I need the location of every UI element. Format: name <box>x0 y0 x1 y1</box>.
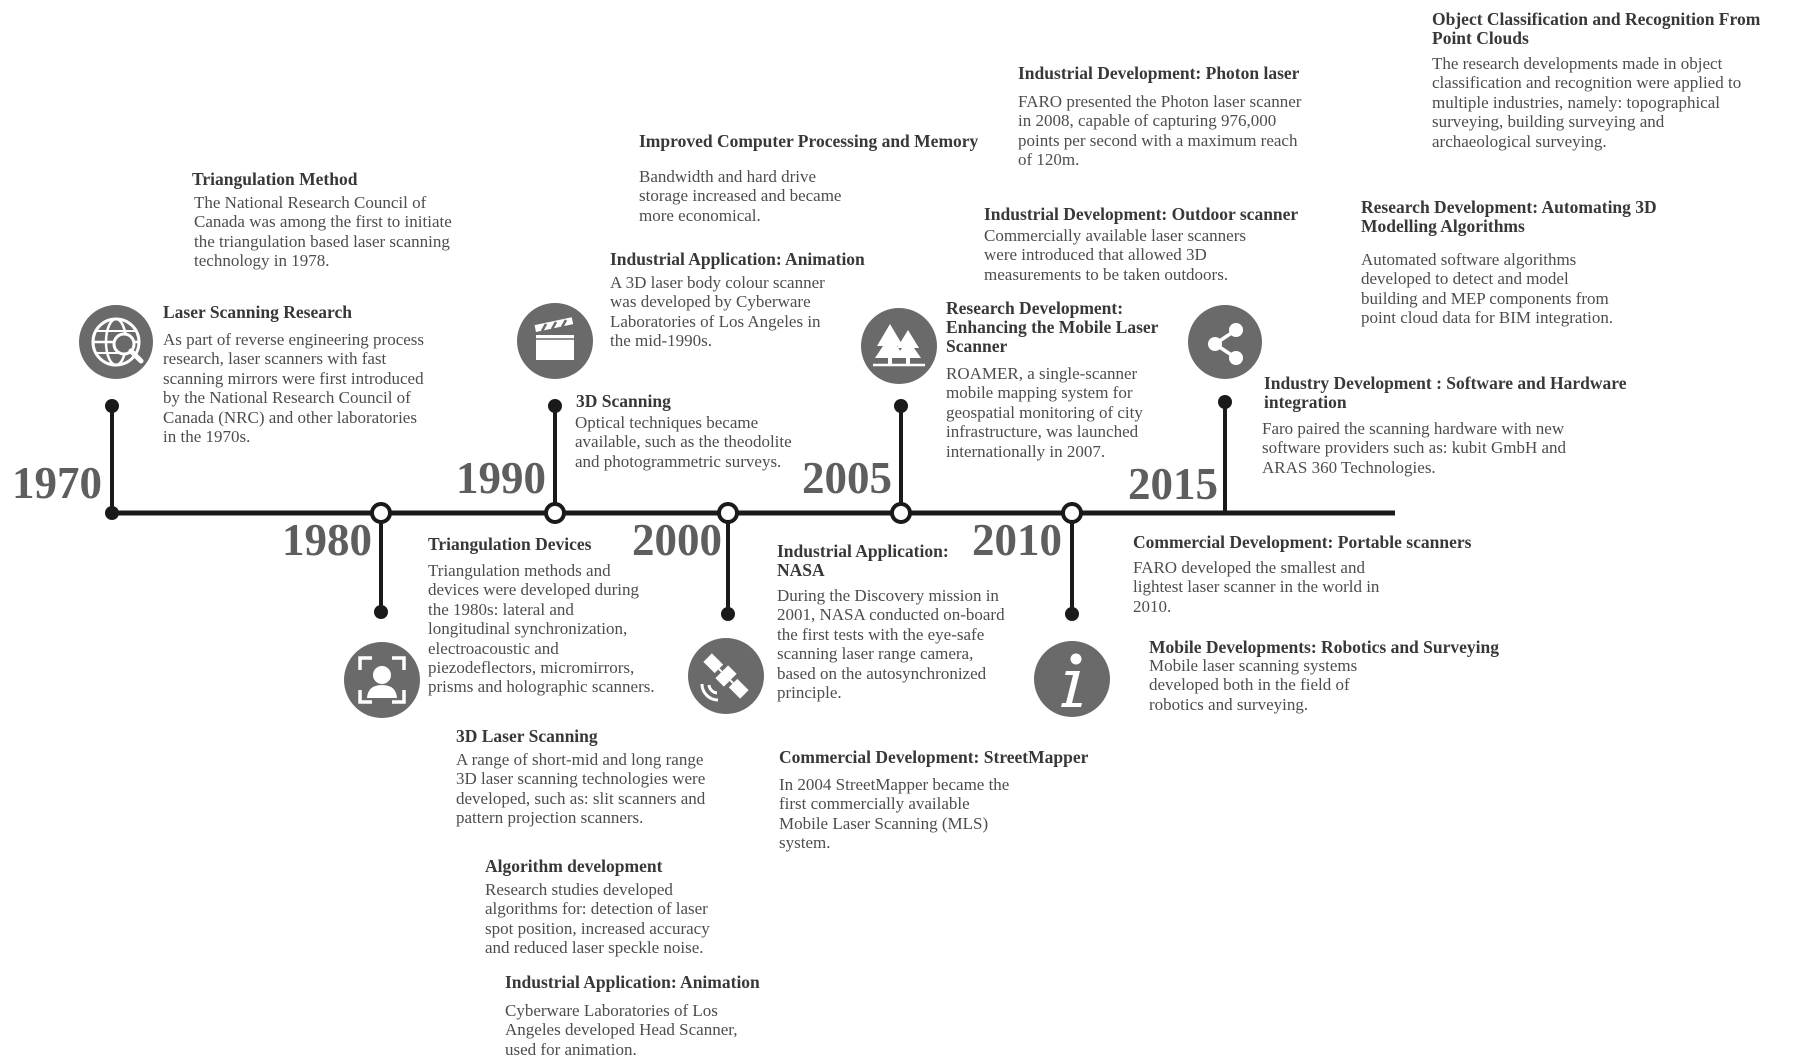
axis-marker-2000 <box>717 502 739 524</box>
entry-body: The research developments made in object… <box>1432 54 1742 151</box>
entry-commercial-development-portable-scanners: Commercial Development: Portable scanner… <box>1133 533 1493 616</box>
axis-marker-1990 <box>544 502 566 524</box>
year-label-2015: 2015 <box>1128 459 1218 509</box>
entry-title: Commercial Development: StreetMapper <box>779 747 1089 767</box>
globe-search-icon <box>79 305 153 379</box>
axis-marker-1970 <box>105 506 119 520</box>
trees-icon <box>861 308 937 384</box>
entry-body: The National Research Council of Canada … <box>194 193 452 271</box>
info-icon <box>1034 641 1110 717</box>
entry-industrial-application-animation-head: Industrial Application: Animation Cyberw… <box>505 973 775 1059</box>
entry-mobile-developments-robotics: Mobile Developments: Robotics and Survey… <box>1149 638 1519 714</box>
entry-title: Algorithm development <box>485 856 663 876</box>
year-label-1980: 1980 <box>282 515 372 565</box>
entry-industrial-development-outdoor-scanner: Industrial Development: Outdoor scanner … <box>984 205 1304 284</box>
entry-body: Optical techniques became available, suc… <box>575 413 792 471</box>
entry-object-classification: Object Classification and Recognition Fr… <box>1432 10 1804 151</box>
entry-title: Industrial Development: Photon laser <box>1018 63 1300 83</box>
entry-body: In 2004 StreetMapper became the first co… <box>779 775 1010 853</box>
entry-body: Commercially available laser scanners we… <box>984 226 1246 284</box>
year-label-2005: 2005 <box>802 453 892 503</box>
stem-dot-1980 <box>374 605 388 619</box>
entry-title: Commercial Development: Portable scanner… <box>1133 532 1472 552</box>
entry-title: 3D Laser Scanning <box>456 726 598 746</box>
entry-title: Triangulation Devices <box>428 534 592 554</box>
entry-title: Mobile Developments: Robotics and Survey… <box>1149 637 1499 657</box>
entry-research-development-automating: Research Development: Automating 3D Mode… <box>1361 198 1691 328</box>
entry-title: Industrial Development: Outdoor scanner <box>984 204 1299 224</box>
satellite-icon <box>688 638 764 714</box>
entry-title: Research Development: Automating 3D Mode… <box>1361 197 1657 236</box>
entry-industrial-application-nasa: Industrial Application: NASA During the … <box>777 541 1007 703</box>
entry-title: Industrial Application: NASA <box>777 541 949 580</box>
entry-body: Automated software algorithms developed … <box>1361 250 1614 328</box>
stem-dot-2010 <box>1065 607 1079 621</box>
stem-dot-1990 <box>548 399 562 413</box>
clapperboard-icon <box>517 303 593 379</box>
stem-dot-2000 <box>721 607 735 621</box>
face-scan-icon <box>344 642 420 718</box>
axis-marker-2010 <box>1061 502 1083 524</box>
stem-dot-2015 <box>1218 395 1232 409</box>
entry-title: 3D Scanning <box>576 391 671 411</box>
year-label-1970: 1970 <box>12 458 102 508</box>
entry-title: Object Classification and Recognition Fr… <box>1432 9 1761 48</box>
stem-dot-2005 <box>894 399 908 413</box>
year-label-2000: 2000 <box>632 515 722 565</box>
share-icon <box>1188 305 1262 379</box>
entry-research-development-mobile-laser: Research Development: Enhancing the Mobi… <box>946 299 1176 461</box>
entry-body: A range of short-mid and long range 3D l… <box>456 750 706 828</box>
entry-laser-scanning-research: Laser Scanning Research As part of rever… <box>163 302 425 447</box>
entry-improved-computer-processing: Improved Computer Processing and Memory … <box>639 132 984 225</box>
year-label-1990: 1990 <box>456 453 546 503</box>
entry-body: Research studies developed algorithms fo… <box>485 880 710 958</box>
entry-commercial-development-streetmapper: Commercial Development: StreetMapper In … <box>779 748 1099 853</box>
entry-title: Industry Development : Software and Hard… <box>1264 373 1627 412</box>
entry-body: As part of reverse engineering process r… <box>163 330 425 447</box>
entry-title: Industrial Application: Animation <box>610 249 865 269</box>
entry-body: Mobile laser scanning systems developed … <box>1149 656 1358 714</box>
entry-body: During the Discovery mission in 2001, NA… <box>777 586 1005 703</box>
year-label-2010: 2010 <box>972 515 1062 565</box>
entry-industrial-development-photon-laser: Industrial Development: Photon laser FAR… <box>1018 64 1318 170</box>
entry-title: Research Development: Enhancing the Mobi… <box>946 298 1159 356</box>
entry-title: Improved Computer Processing and Memory <box>639 131 979 151</box>
entry-algorithm-development: Algorithm development Research studies d… <box>485 857 730 958</box>
entry-3d-scanning: 3D Scanning Optical techniques became av… <box>575 392 800 471</box>
entry-title: Laser Scanning Research <box>163 302 352 322</box>
entry-body: Cyberware Laboratories of Los Angeles de… <box>505 1001 738 1059</box>
entry-body: FARO developed the smallest and lightest… <box>1133 558 1380 616</box>
entry-body: FARO presented the Photon laser scanner … <box>1018 92 1302 170</box>
entry-body: A 3D laser body colour scanner was devel… <box>610 273 825 351</box>
entry-title: Industrial Application: Animation <box>505 972 760 992</box>
entry-triangulation-devices: Triangulation Devices Triangulation meth… <box>428 535 656 697</box>
entry-triangulation-method: Triangulation Method The National Resear… <box>192 170 462 271</box>
entry-industrial-application-animation-body: Industrial Application: Animation A 3D l… <box>610 250 870 351</box>
axis-marker-2005 <box>890 502 912 524</box>
stem-dot-1970 <box>105 399 119 413</box>
entry-body: Faro paired the scanning hardware with n… <box>1262 419 1567 477</box>
entry-body: Triangulation methods and devices were d… <box>428 561 655 697</box>
entry-body: ROAMER, a single-scanner mobile mapping … <box>946 364 1143 461</box>
axis-marker-1980 <box>370 502 392 524</box>
entry-body: Bandwidth and hard drive storage increas… <box>639 167 842 225</box>
entry-title: Triangulation Method <box>192 169 358 189</box>
entry-industry-development-software-hardware: Industry Development : Software and Hard… <box>1262 374 1652 477</box>
entry-3d-laser-scanning: 3D Laser Scanning A range of short-mid a… <box>456 727 721 828</box>
